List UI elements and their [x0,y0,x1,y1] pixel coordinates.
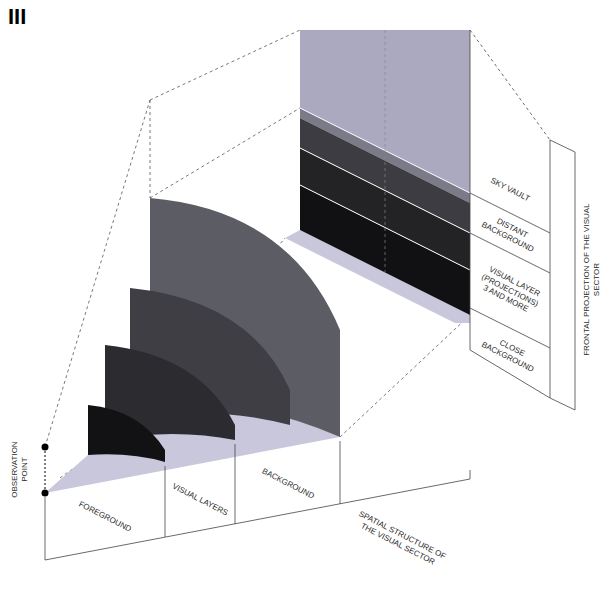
table-edge [550,398,575,410]
bracket-tick [165,466,166,537]
table-edge [575,152,576,410]
observer-dot [42,444,49,451]
band-edge [300,185,470,270]
projection-line [150,100,151,198]
diagram-label: CLOSE BACKGROUND [478,330,542,375]
projection-line [340,315,470,437]
figure-title: III [8,4,26,30]
table-edge [550,140,575,152]
diagram-label: OBSERVATION POINT [10,435,29,505]
table-edge [550,140,551,398]
bracket-tick [235,444,236,524]
frontal-table [470,30,575,410]
observer-dot [42,490,49,497]
table-edge [470,30,471,350]
bracket-tick [340,441,341,504]
diagram-label: VISUAL LAYERS [166,479,235,520]
bracket-tick [45,497,46,560]
foreground-wall [88,405,165,462]
panel-axis [385,30,386,272]
band-edge [300,148,470,233]
diagram-label: VISUAL LAYER (PROJECTIONS) 3 AND MORE [473,262,547,319]
projection-line [150,108,300,198]
projection-line [150,30,300,100]
diagram-label: BACKGROUND [254,463,323,504]
observer-height [45,447,46,493]
projection-lines [45,30,470,478]
table-rule [470,30,550,140]
diagram-label: FRONTAL PROJECTION OF THE VISUAL SECTOR [582,195,601,365]
frontal-panel [285,30,470,323]
diagram-label: DISTANT BACKGROUND [478,210,542,255]
diagram-label: FOREGROUND [71,496,140,537]
bracket-tick [470,470,471,479]
diagram-label: SPATIAL STRUCTURE OF THE VISUAL SECTOR [351,509,449,571]
